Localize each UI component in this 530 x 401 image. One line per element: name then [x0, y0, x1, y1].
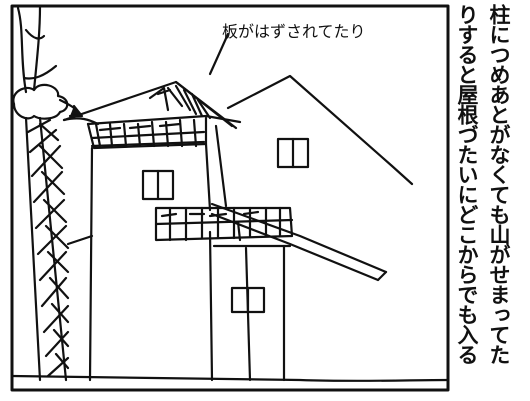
- tree: [12, 4, 70, 382]
- lower-roof: [154, 206, 294, 242]
- panel-frame: [10, 4, 450, 392]
- main-house-walls: [88, 146, 94, 382]
- ground-line: [10, 374, 450, 382]
- narration-line-2: りすると屋根づたいにどこからでも入る: [455, 4, 479, 364]
- back-building-roof: [226, 74, 414, 186]
- annotation-pointer: [208, 32, 230, 76]
- annotation-label: 板がはずされてたり: [222, 22, 366, 41]
- narration-line-1: 柱につめあとがなくても山がせまってた: [487, 4, 511, 364]
